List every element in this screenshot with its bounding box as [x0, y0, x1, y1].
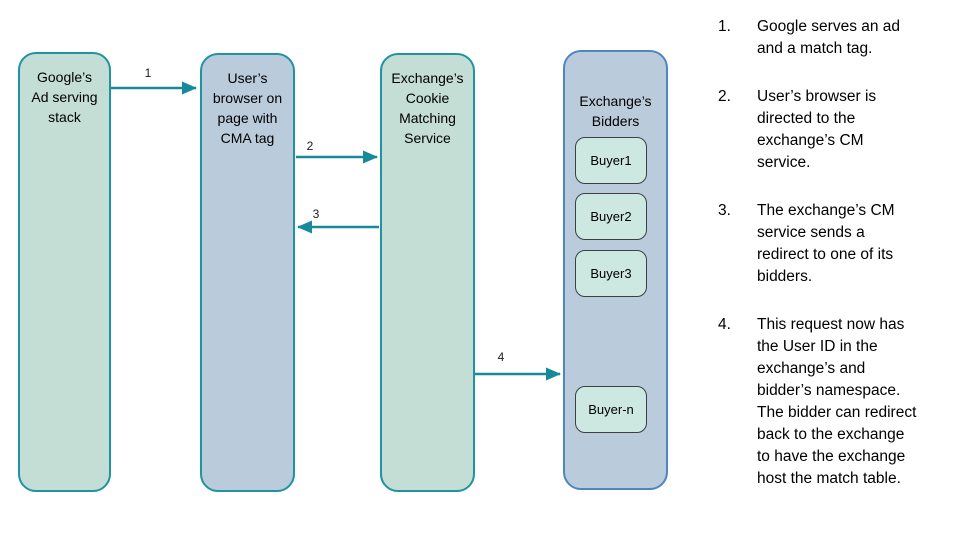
- buyer-3-box: Buyer3: [575, 250, 647, 297]
- list-item: 3. The exchange’s CM service sends a red…: [718, 200, 944, 288]
- note-text: This request now has the User ID in the …: [757, 316, 917, 487]
- arrow-3-label: 3: [312, 207, 320, 221]
- node-exchange-bidders: Exchange’s Bidders Buyer1 Buyer2 Buyer3 …: [563, 50, 668, 490]
- node-google-ad-serving-stack: Google’s Ad serving stack: [18, 52, 111, 492]
- arrow-1-label: 1: [144, 66, 152, 80]
- node-exchange-bidders-label: Exchange’s Bidders: [579, 93, 652, 129]
- buyer-2-box: Buyer2: [575, 193, 647, 240]
- arrow-2-label: 2: [306, 139, 314, 153]
- node-users-browser: User’s browser on page with CMA tag: [200, 53, 295, 492]
- note-text: User’s browser is directed to the exchan…: [757, 88, 877, 171]
- list-item: 2. User’s browser is directed to the exc…: [718, 86, 944, 174]
- note-number: 1.: [718, 18, 731, 35]
- note-number: 3.: [718, 202, 731, 219]
- node-cookie-matching-service: Exchange’s Cookie Matching Service: [380, 53, 475, 492]
- note-text: Google serves an ad and a match tag.: [757, 18, 901, 57]
- step-notes-list: 1. Google serves an ad and a match tag. …: [718, 16, 944, 516]
- note-number: 2.: [718, 88, 731, 105]
- buyer-n-box: Buyer-n: [575, 386, 647, 433]
- note-text: The exchange’s CM service sends a redire…: [757, 202, 895, 285]
- arrow-4-label: 4: [497, 350, 505, 364]
- note-number: 4.: [718, 316, 731, 333]
- buyer-1-box: Buyer1: [575, 137, 647, 184]
- list-item: 1. Google serves an ad and a match tag.: [718, 16, 944, 60]
- list-item: 4. This request now has the User ID in t…: [718, 314, 944, 490]
